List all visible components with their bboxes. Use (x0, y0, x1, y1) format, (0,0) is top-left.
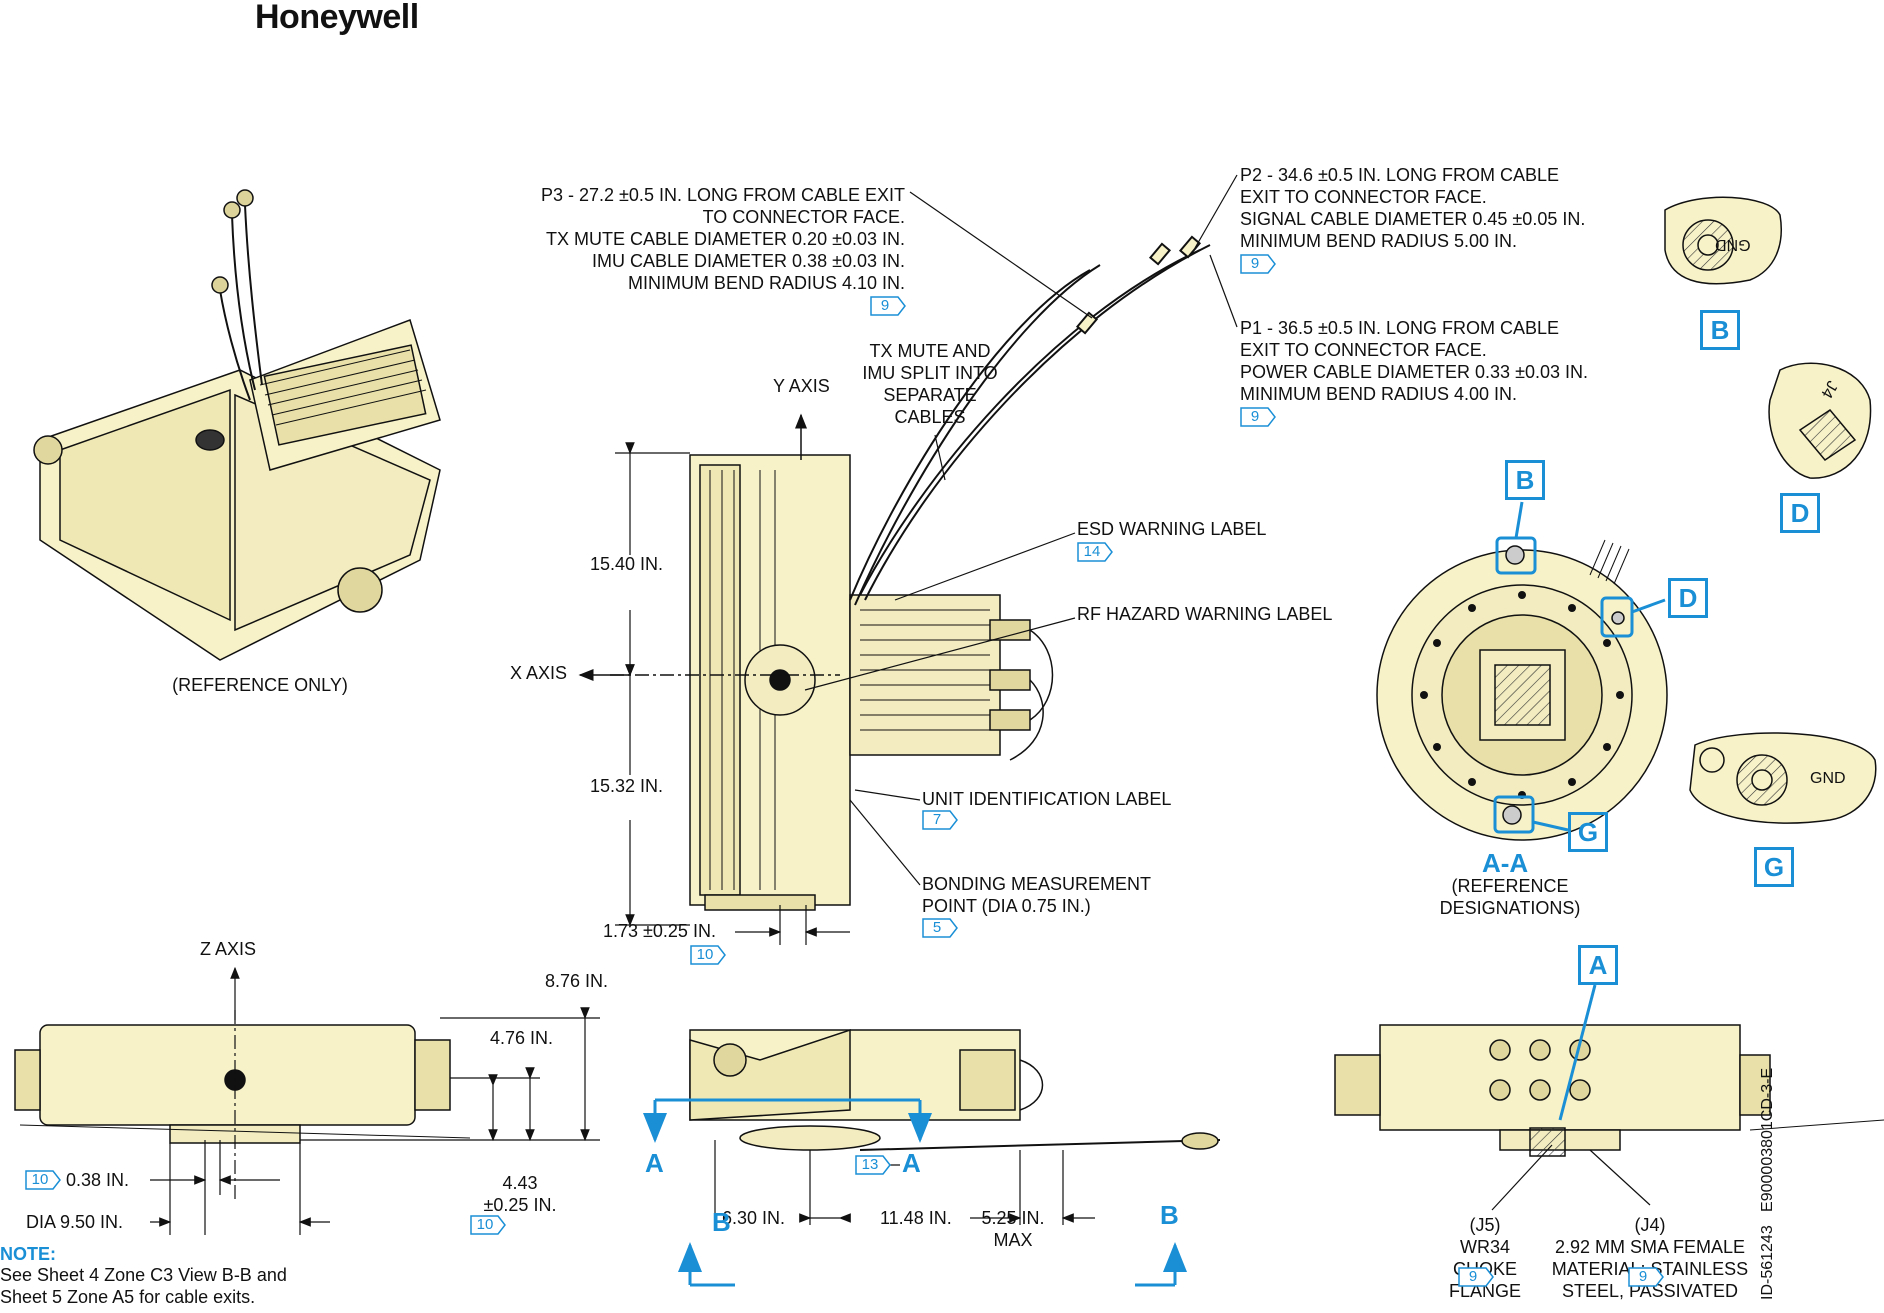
honeywell-logo: Honeywell (255, 0, 419, 36)
detail-b (1664, 196, 1782, 285)
dim-6-30: 6.30 IN. (722, 1208, 786, 1228)
flag-number: 13 (861, 1156, 879, 1173)
flag-number: 9 (880, 297, 890, 314)
gnd-text-g: GND (1810, 770, 1846, 787)
dim-4-76: 4.76 IN. (490, 1028, 554, 1048)
gnd-text-b: GND (1715, 236, 1751, 253)
flag-note-9: 9 (1458, 1267, 1494, 1287)
detail-marker-g: G (1568, 812, 1608, 852)
detail-b-label: B (1700, 310, 1740, 350)
flag-note-10: 10 (690, 945, 726, 965)
flag-number: 9 (1638, 1268, 1648, 1285)
side-view-right (1334, 1024, 1884, 1157)
dims-side (150, 966, 600, 1235)
flag-number: 7 (932, 811, 942, 828)
flag-note-9: 9 (1240, 407, 1276, 427)
detail-d (1768, 362, 1872, 479)
bolt-holes (1420, 591, 1624, 799)
flag-note-7: 7 (922, 810, 958, 830)
rf-hazard-callout: RF HAZARD WARNING LABEL (1077, 604, 1333, 624)
flag-number: 9 (1250, 255, 1260, 272)
reference-designations: (REFERENCE DESIGNATIONS) (1439, 876, 1581, 918)
dim-0-38: 0.38 IN. (66, 1170, 130, 1190)
flag-number: 10 (696, 946, 714, 963)
dim-5-25-max: 5.25 IN. MAX (981, 1208, 1045, 1250)
note-text: See Sheet 4 Zone C3 View B-B and Sheet 5… (0, 1265, 287, 1307)
side-view-left (14, 1024, 471, 1144)
dim-8-76: 8.76 IN. (545, 971, 609, 991)
flag-note-9: 9 (1240, 254, 1276, 274)
isometric-view (33, 189, 441, 661)
dim-dia-9-50: DIA 9.50 IN. (26, 1212, 124, 1232)
flag-note-14: 14 (1077, 542, 1113, 562)
flag-number: 10 (31, 1171, 49, 1188)
top-view (689, 1028, 1221, 1151)
dims-front (615, 442, 850, 945)
p2-callout: P2 - 34.6 ±0.5 IN. LONG FROM CABLE EXIT … (1240, 165, 1586, 251)
x-axis-label: X AXIS (510, 663, 568, 683)
j4-callout: (J4) 2.92 MM SMA FEMALE MATERIAL: STAINL… (1551, 1215, 1749, 1301)
p3-callout: P3 - 27.2 ±0.5 IN. LONG FROM CABLE EXIT … (541, 185, 905, 293)
flag-note-10: 10 (470, 1215, 506, 1235)
flag-note-9: 9 (1628, 1267, 1664, 1287)
flag-number: 14 (1083, 543, 1101, 560)
bonding-callout: BONDING MEASUREMENT POINT (DIA 0.75 IN.) (922, 874, 1152, 916)
dim-11-48: 11.48 IN. (880, 1208, 952, 1228)
detail-marker-d: D (1668, 578, 1708, 618)
flag-note-5: 5 (922, 918, 958, 938)
cable-hash (1589, 539, 1630, 585)
section-aa (1376, 545, 1668, 841)
flag-note-9: 9 (870, 296, 906, 316)
reference-only-label: (REFERENCE ONLY) (172, 675, 348, 695)
esd-label-callout: ESD WARNING LABEL (1077, 519, 1267, 539)
detail-boxes (1493, 501, 1666, 834)
leaders-front (804, 174, 1238, 886)
section-lines (643, 1098, 1187, 1287)
dim-15-32: 15.32 IN. (590, 776, 664, 796)
flag-number: 5 (932, 919, 942, 936)
axes-front (578, 413, 840, 681)
section-arrow-b-left: B (712, 1207, 731, 1237)
dim-4-43: 4.43 ±0.25 IN. (483, 1173, 557, 1215)
flag-number: 10 (476, 1216, 494, 1233)
front-view (689, 454, 1054, 911)
detail-d-label: D (1780, 493, 1820, 533)
y-axis-label: Y AXIS (773, 376, 830, 396)
detail-g-label: G (1754, 847, 1794, 887)
detail-marker-b: B (1505, 460, 1545, 500)
section-aa-title: A-A (1482, 848, 1529, 878)
unit-id-callout: UNIT IDENTIFICATION LABEL (922, 789, 1172, 809)
section-arrow-a-left: A (645, 1148, 664, 1178)
p1-callout: P1 - 36.5 ±0.5 IN. LONG FROM CABLE EXIT … (1240, 318, 1588, 404)
dims-top (714, 1140, 1095, 1225)
flag-note-10: 10 (25, 1170, 61, 1190)
note-title: NOTE: (0, 1244, 56, 1264)
tx-mute-callout: TX MUTE AND IMU SPLIT INTO SEPARATE CABL… (862, 341, 998, 427)
flag-number: 9 (1250, 408, 1260, 425)
flag-note-13: 13 (855, 1155, 891, 1175)
z-axis-label: Z AXIS (200, 939, 257, 959)
flag-number: 9 (1468, 1268, 1478, 1285)
dim-15-40: 15.40 IN. (590, 554, 664, 574)
dim-1-73: 1.73 ±0.25 IN. (603, 921, 716, 941)
section-arrow-b-right: B (1160, 1200, 1179, 1230)
j5-callout: (J5) WR34 CHOKE FLANGE (1448, 1215, 1522, 1301)
section-arrow-a-right: A (902, 1148, 921, 1178)
detail-g (1689, 732, 1877, 824)
section-marker-a: A (1578, 945, 1618, 985)
document-id: ID-561243 E900003801CD-3-E (1759, 1067, 1776, 1300)
